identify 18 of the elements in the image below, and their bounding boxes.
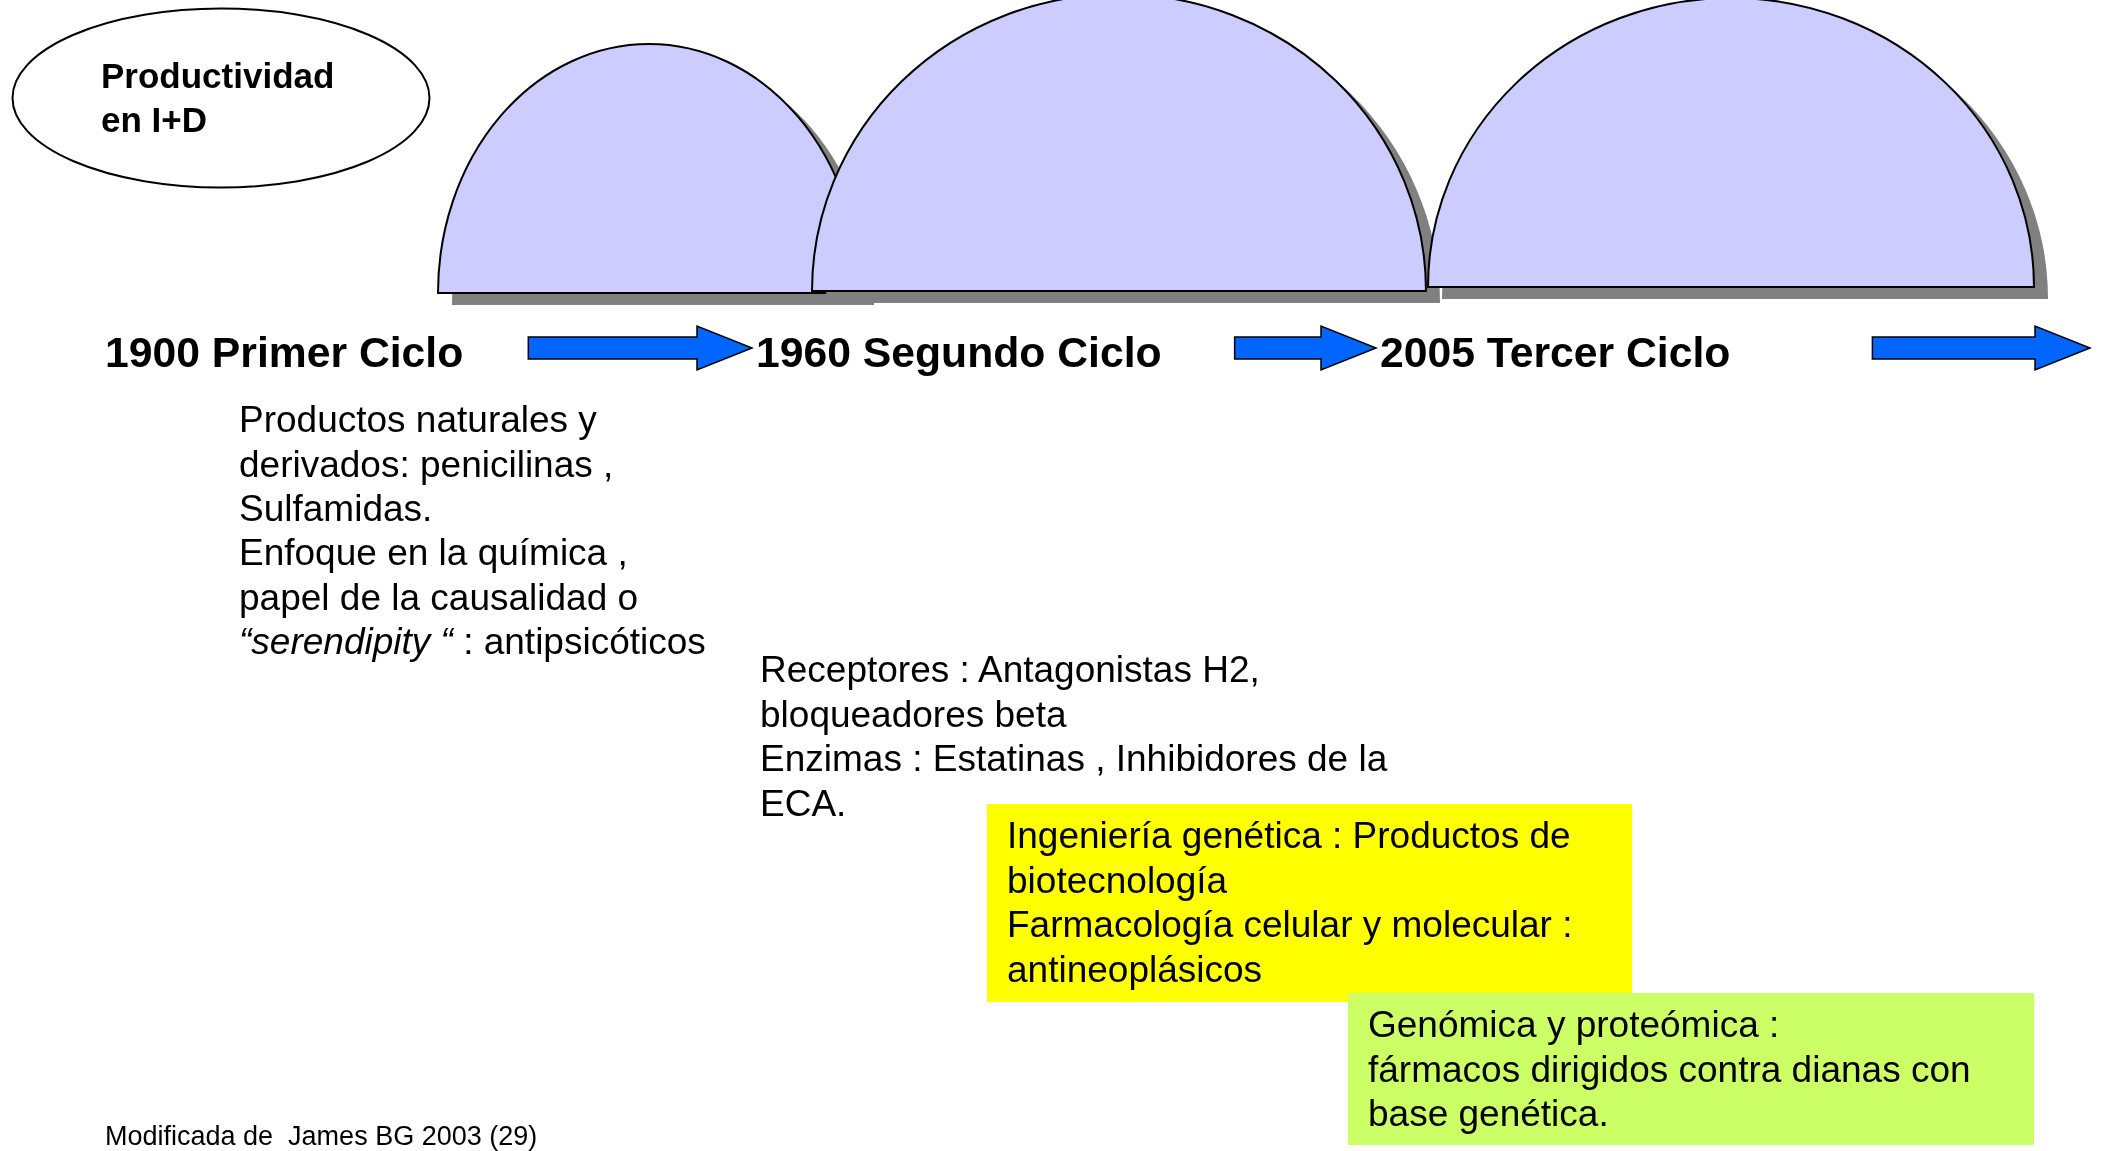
box-text: Genómica y proteómica : — [1368, 1003, 1781, 1047]
note-box — [1348, 993, 2034, 1145]
node-title: Productividad en I+D — [101, 55, 336, 141]
block-arrow — [527, 324, 754, 372]
description-text: Productos naturales y derivados: penicilinas , Sulfamidas. — [239, 398, 615, 531]
ellipse-node — [11, 7, 431, 189]
box-text: Farmacología celular y molecular : antineoplásicos — [1007, 903, 1574, 992]
description-text: Enfoque en la química , papel de la causalidad o “serendipity “ : antipsicóticos — [239, 531, 707, 664]
box-text: fármacos dirigidos contra dianas con base genética. — [1368, 1047, 1972, 1136]
block-arrow — [1233, 324, 1378, 372]
description-text: Receptores : Antagonistas H2, bloqueadores beta — [760, 648, 1261, 737]
box-text: Ingeniería genética : Productos de biotecnología — [1007, 814, 1572, 903]
cycle-heading: 2005 Tercer Ciclo — [1380, 328, 1731, 376]
source-caption: Modificada de James BG 2003 (29) — [105, 1121, 538, 1151]
note-box — [987, 804, 1632, 1002]
cycle-heading: 1900 Primer Ciclo — [105, 328, 464, 376]
block-arrow — [1871, 324, 2092, 372]
cycle-heading: 1960 Segundo Ciclo — [756, 328, 1162, 376]
